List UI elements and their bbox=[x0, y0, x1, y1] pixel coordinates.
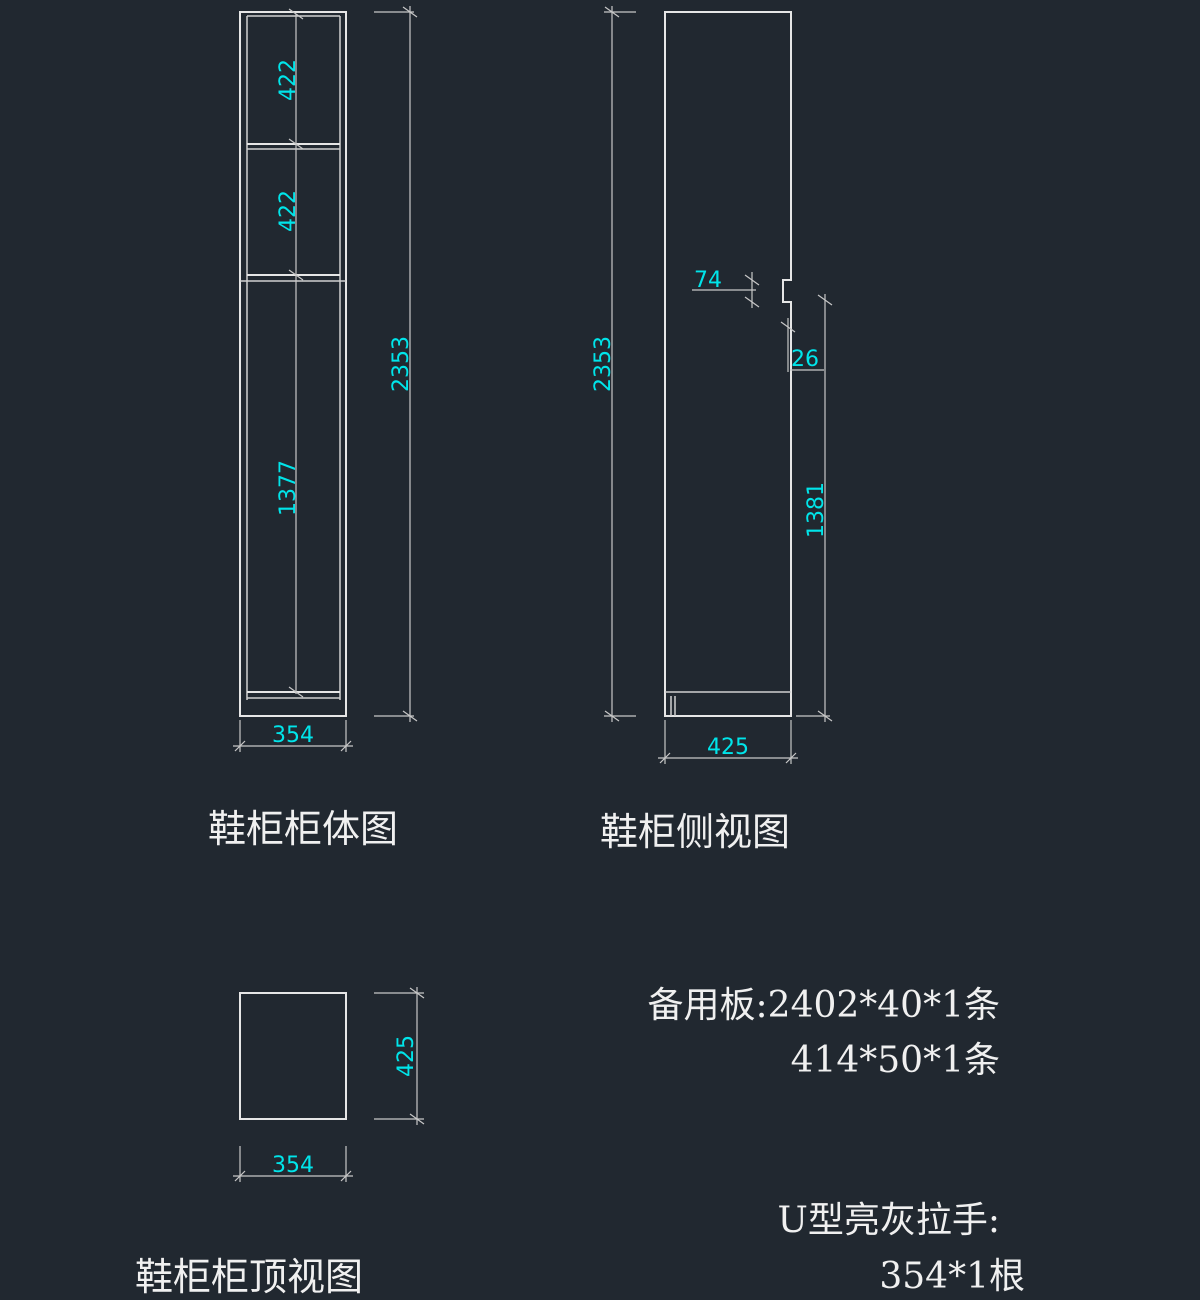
tick bbox=[288, 138, 304, 150]
tick bbox=[340, 740, 352, 752]
handle-label: U型亮灰拉手: bbox=[777, 1200, 1000, 1241]
tick bbox=[234, 1170, 246, 1182]
tick bbox=[744, 296, 760, 308]
dim-handle: 26 bbox=[791, 347, 819, 372]
tick bbox=[785, 752, 797, 764]
dim-top-depth: 425 bbox=[394, 1035, 419, 1077]
tick bbox=[744, 274, 760, 286]
top-view-title: 鞋柜柜顶视图 bbox=[135, 1255, 364, 1299]
tick bbox=[780, 321, 796, 333]
dim-top-width: 354 bbox=[272, 1153, 314, 1178]
dim-lower: 1381 bbox=[804, 482, 829, 538]
tick bbox=[402, 6, 418, 18]
tick bbox=[604, 6, 620, 18]
tick bbox=[402, 710, 418, 722]
tick bbox=[817, 710, 833, 722]
tick bbox=[817, 294, 833, 306]
spare-board-label: 备用板:2402*40*1条 bbox=[647, 985, 1000, 1026]
tick bbox=[409, 1113, 425, 1125]
tick bbox=[288, 8, 304, 20]
tick bbox=[234, 740, 246, 752]
body-view-title: 鞋柜柜体图 bbox=[208, 807, 399, 851]
tick bbox=[340, 1170, 352, 1182]
top-view: 425 354 bbox=[233, 987, 425, 1182]
dim-side-height: 2353 bbox=[591, 336, 616, 392]
dim-side-depth: 425 bbox=[707, 735, 749, 760]
dim-mid-shelf: 422 bbox=[276, 190, 301, 232]
tick bbox=[288, 686, 304, 698]
dim-body-height: 2353 bbox=[389, 336, 414, 392]
side-view-title: 鞋柜侧视图 bbox=[600, 810, 791, 854]
side-outline bbox=[664, 11, 792, 717]
tick bbox=[409, 987, 425, 999]
tick bbox=[604, 710, 620, 722]
body-view: 422 422 1377 2353 354 bbox=[233, 6, 418, 752]
tick bbox=[288, 269, 304, 281]
tick bbox=[659, 752, 671, 764]
body-outline bbox=[239, 11, 347, 717]
handle-line2: 354*1根 bbox=[879, 1256, 1025, 1297]
dim-body-width: 354 bbox=[272, 723, 314, 748]
spare-board-line2: 414*50*1条 bbox=[790, 1040, 1000, 1081]
dim-top-shelf: 422 bbox=[276, 59, 301, 101]
side-view: 2353 74 26 1381 425 bbox=[591, 6, 833, 764]
dim-notch: 74 bbox=[694, 268, 722, 293]
top-outline bbox=[239, 992, 347, 1120]
dim-bottom-space: 1377 bbox=[276, 460, 301, 516]
